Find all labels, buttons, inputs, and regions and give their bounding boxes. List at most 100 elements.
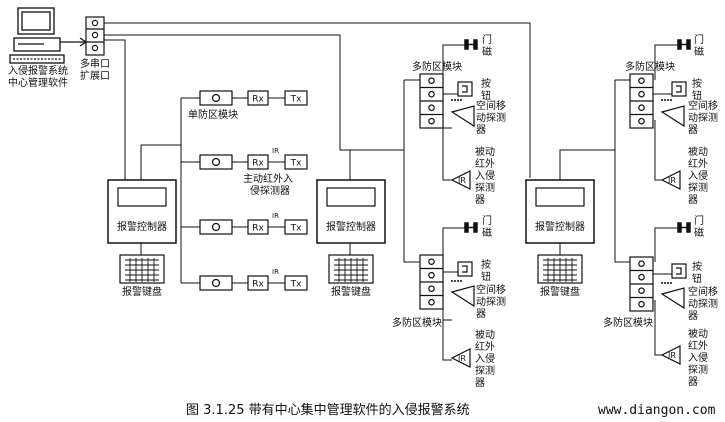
pir-label-4: 探测 bbox=[688, 181, 708, 194]
door-label-2: 磁 bbox=[482, 45, 492, 58]
ir-label: IR bbox=[272, 212, 279, 220]
motion-label-3: 器 bbox=[688, 124, 698, 136]
single-zone-row bbox=[199, 154, 308, 170]
button-label-1: 按 bbox=[481, 258, 491, 271]
pir-label-2: 红外 bbox=[688, 339, 708, 352]
controller-label: 报警控制器 bbox=[117, 220, 167, 233]
door-label-2: 磁 bbox=[694, 45, 704, 58]
ir-label: IR bbox=[668, 176, 676, 185]
motion-label-2: 动探测 bbox=[476, 295, 506, 308]
button-label-2: 钮 bbox=[692, 89, 702, 102]
passive-ir-icon bbox=[660, 345, 681, 365]
pir-label-3: 入侵 bbox=[688, 352, 708, 364]
watermark: www.diangon.com bbox=[598, 403, 716, 418]
rx-label: Rx bbox=[252, 95, 264, 105]
software-label-1: 入侵报警系统 bbox=[8, 64, 68, 77]
tx-label: Tx bbox=[290, 159, 302, 169]
pir-label-3: 入侵 bbox=[475, 170, 495, 182]
active-ir-label-1: 主动红外入 bbox=[243, 172, 293, 185]
pir-label-1: 被动 bbox=[475, 328, 495, 341]
motion-detector-icon bbox=[660, 105, 685, 128]
serial-label-1: 多串口 bbox=[80, 57, 110, 70]
motion-detector-icon bbox=[450, 105, 475, 128]
door-label-2: 磁 bbox=[694, 226, 704, 239]
button-label-2: 钮 bbox=[692, 272, 702, 285]
button-label-2: 钮 bbox=[481, 89, 491, 102]
alarm-controller-3: 报警控制器 bbox=[525, 179, 595, 244]
multi-zone-label: 多防区模块 bbox=[625, 60, 675, 73]
multi-zone-module-1 bbox=[419, 73, 444, 129]
motion-label-1: 空间移 bbox=[476, 283, 506, 296]
pir-label-5: 器 bbox=[475, 194, 485, 206]
dots-icon bbox=[451, 280, 462, 282]
pir-label-5: 器 bbox=[688, 376, 698, 388]
multi-zone-label: 多防区模块 bbox=[603, 316, 653, 329]
tx-label: Tx bbox=[290, 280, 302, 290]
multi-zone-label: 多防区模块 bbox=[412, 60, 462, 73]
pir-label-4: 探测 bbox=[475, 181, 495, 194]
pir-label-5: 器 bbox=[688, 194, 698, 206]
single-zone-row bbox=[199, 275, 308, 291]
alarm-controller-1: 报警控制器 bbox=[107, 179, 177, 244]
pir-label-4: 探测 bbox=[688, 363, 708, 376]
dots-icon bbox=[661, 282, 672, 284]
door-label-1: 门 bbox=[694, 33, 704, 46]
door-magnet-icon bbox=[677, 39, 691, 50]
pir-label-3: 入侵 bbox=[688, 170, 708, 182]
multi-zone-module-3 bbox=[629, 73, 654, 129]
keyboard-label: 报警键盘 bbox=[331, 285, 371, 298]
motion-label-1: 空间移 bbox=[476, 99, 506, 112]
ir-label: IR bbox=[668, 351, 676, 360]
pir-label-4: 探测 bbox=[475, 364, 495, 377]
motion-detector-icon bbox=[450, 285, 475, 308]
motion-label-3: 器 bbox=[476, 124, 486, 136]
passive-ir-icon bbox=[660, 170, 681, 190]
passive-ir-icon bbox=[450, 170, 471, 190]
motion-label-1: 空间移 bbox=[688, 285, 718, 298]
rx-label: Rx bbox=[252, 280, 264, 290]
motion-detector-icon bbox=[660, 287, 685, 310]
controller-label: 报警控制器 bbox=[535, 220, 585, 233]
pir-label-1: 被动 bbox=[475, 145, 495, 158]
dots-icon bbox=[451, 99, 462, 101]
ir-label: IR bbox=[272, 268, 279, 276]
motion-label-2: 动探测 bbox=[688, 297, 718, 310]
pir-label-3: 入侵 bbox=[475, 353, 495, 365]
door-label-1: 门 bbox=[482, 214, 492, 227]
alarm-controller-2: 报警控制器 bbox=[316, 179, 386, 244]
keyboard-icon bbox=[328, 254, 374, 284]
button-icon bbox=[671, 263, 687, 279]
pir-label-5: 器 bbox=[475, 377, 485, 389]
dots-icon bbox=[661, 99, 672, 101]
single-zone-row bbox=[199, 219, 308, 235]
button-icon bbox=[671, 81, 687, 97]
serial-expansion-icon bbox=[85, 16, 105, 56]
ir-label: IR bbox=[458, 354, 466, 363]
pir-label-2: 红外 bbox=[688, 157, 708, 170]
tx-label: Tx bbox=[290, 224, 302, 234]
keyboard-label: 报警键盘 bbox=[540, 285, 580, 298]
door-label-2: 磁 bbox=[482, 226, 492, 239]
ir-label: IR bbox=[458, 176, 466, 185]
keyboard-label: 报警键盘 bbox=[122, 285, 162, 298]
passive-ir-icon bbox=[450, 348, 471, 368]
door-label-1: 门 bbox=[694, 214, 704, 227]
multi-zone-label: 多防区模块 bbox=[392, 316, 442, 329]
button-icon bbox=[457, 261, 473, 277]
rx-label: Rx bbox=[252, 224, 264, 234]
motion-label-1: 空间移 bbox=[688, 99, 718, 112]
button-label-1: 按 bbox=[692, 77, 702, 90]
ir-label: IR bbox=[272, 147, 279, 155]
single-zone-row bbox=[199, 90, 308, 106]
pir-label-2: 红外 bbox=[475, 340, 495, 353]
multi-zone-module-2 bbox=[419, 254, 444, 310]
button-icon bbox=[457, 81, 473, 97]
single-zone-label: 单防区模块 bbox=[188, 108, 238, 121]
rx-label: Rx bbox=[252, 159, 264, 169]
door-magnet-icon bbox=[677, 222, 691, 233]
motion-label-2: 动探测 bbox=[688, 111, 718, 124]
tx-label: Tx bbox=[290, 95, 302, 105]
serial-label-2: 扩展口 bbox=[80, 69, 110, 82]
